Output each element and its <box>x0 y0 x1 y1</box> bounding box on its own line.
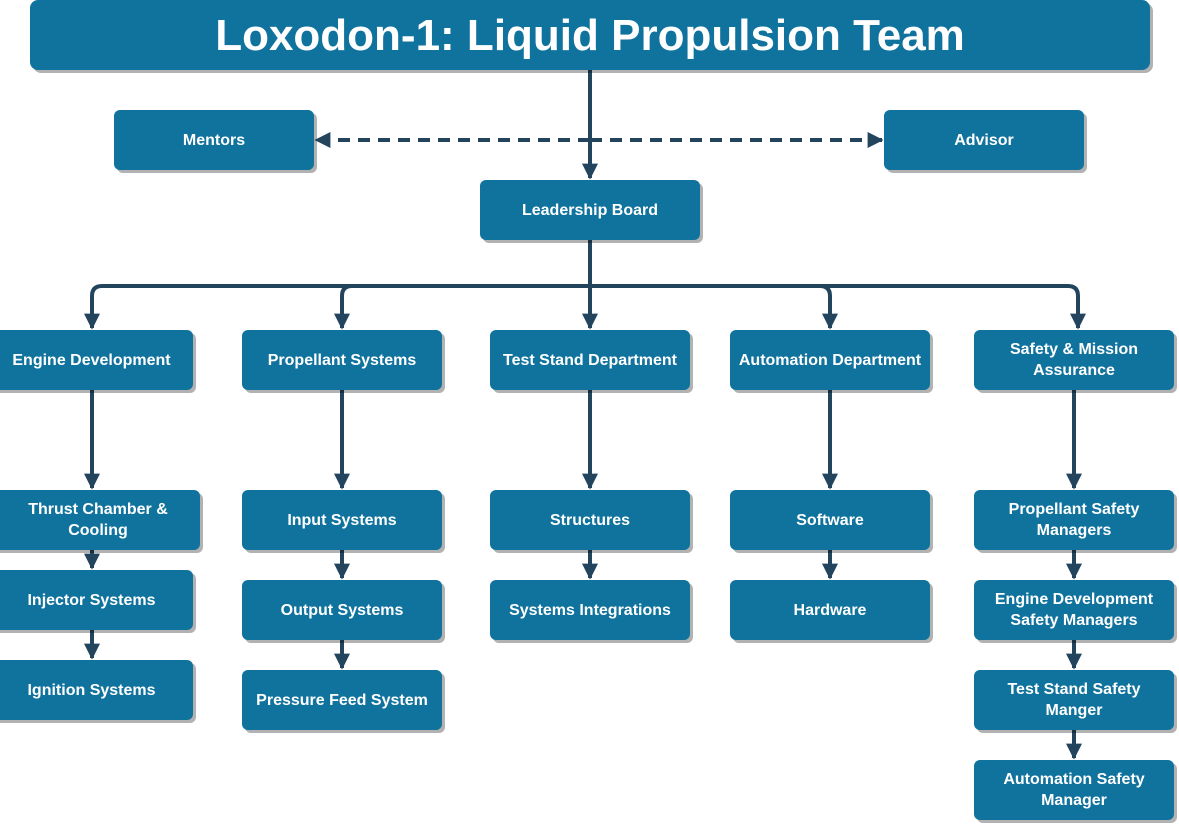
mentors-box: Mentors <box>114 110 314 170</box>
dept-propellant-systems: Propellant Systems <box>242 330 442 390</box>
team-output-systems: Output Systems <box>242 580 442 640</box>
team-injector-systems: Injector Systems <box>0 570 193 630</box>
team-software: Software <box>730 490 930 550</box>
team-systems-integrations: Systems Integrations <box>490 580 690 640</box>
team-input-systems: Input Systems <box>242 490 442 550</box>
dept-engine-development: Engine Development <box>0 330 193 390</box>
dept-automation: Automation Department <box>730 330 930 390</box>
team-propellant-safety-managers: Propellant Safety Managers <box>974 490 1174 550</box>
leadership-to-engine-arrow <box>84 240 592 330</box>
leadership-to-safety-arrow <box>590 284 1086 330</box>
team-thrust-chamber-cooling: Thrust Chamber & Cooling <box>0 490 200 550</box>
leadership-to-propellant-arrow <box>334 284 590 330</box>
chart-title: Loxodon-1: Liquid Propulsion Team <box>30 0 1150 70</box>
team-ignition-systems: Ignition Systems <box>0 660 193 720</box>
team-pressure-feed-system: Pressure Feed System <box>242 670 442 730</box>
leadership-to-automation-arrow <box>590 284 838 330</box>
team-test-stand-safety-manger: Test Stand Safety Manger <box>974 670 1174 730</box>
dept-safety-mission-assurance: Safety & Mission Assurance <box>974 330 1174 390</box>
team-structures: Structures <box>490 490 690 550</box>
team-automation-safety-manager: Automation Safety Manager <box>974 760 1174 820</box>
dept-test-stand: Test Stand Department <box>490 330 690 390</box>
team-hardware: Hardware <box>730 580 930 640</box>
team-engine-development-safety-managers: Engine Development Safety Managers <box>974 580 1174 640</box>
leadership-board-box: Leadership Board <box>480 180 700 240</box>
advisor-box: Advisor <box>884 110 1084 170</box>
